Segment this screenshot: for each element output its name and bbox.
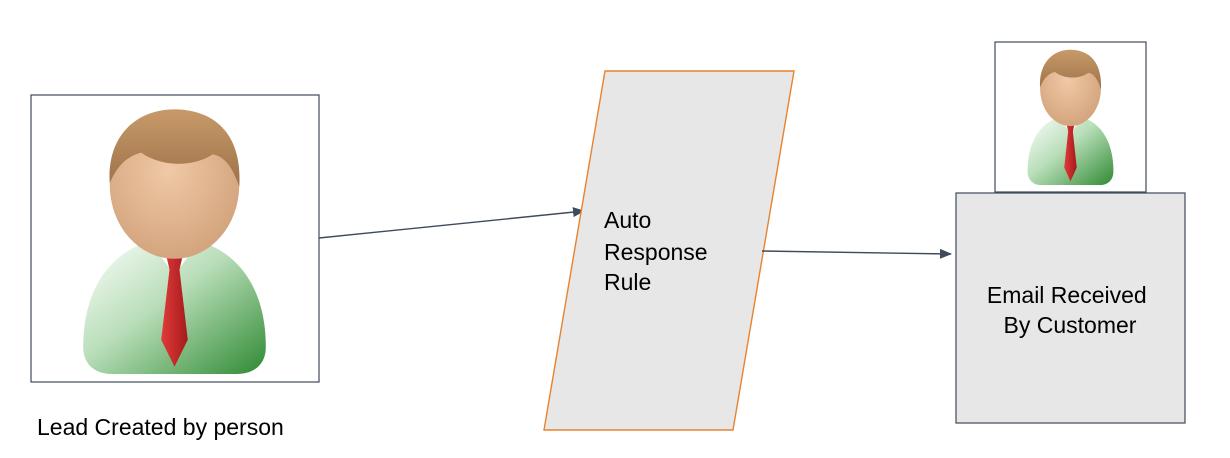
rule-label-line-3: Rule [604,269,651,295]
arrow-lead-to-rule [318,207,585,239]
auto-response-rule-label: Auto Response Rule [604,207,714,295]
lead-caption: Lead Created by person [37,414,284,440]
email-label-line-1: Email Received [987,282,1147,308]
email-received-box [955,192,1186,424]
email-label-line-2: By Customer [1004,312,1137,338]
rule-label-line-2: Response [604,239,708,265]
auto-response-rule-shape [543,70,795,431]
arrow-rule-to-email [761,248,952,259]
rule-label-line-1: Auto [604,207,651,233]
email-received-label: Email Received By Customer [987,282,1153,338]
